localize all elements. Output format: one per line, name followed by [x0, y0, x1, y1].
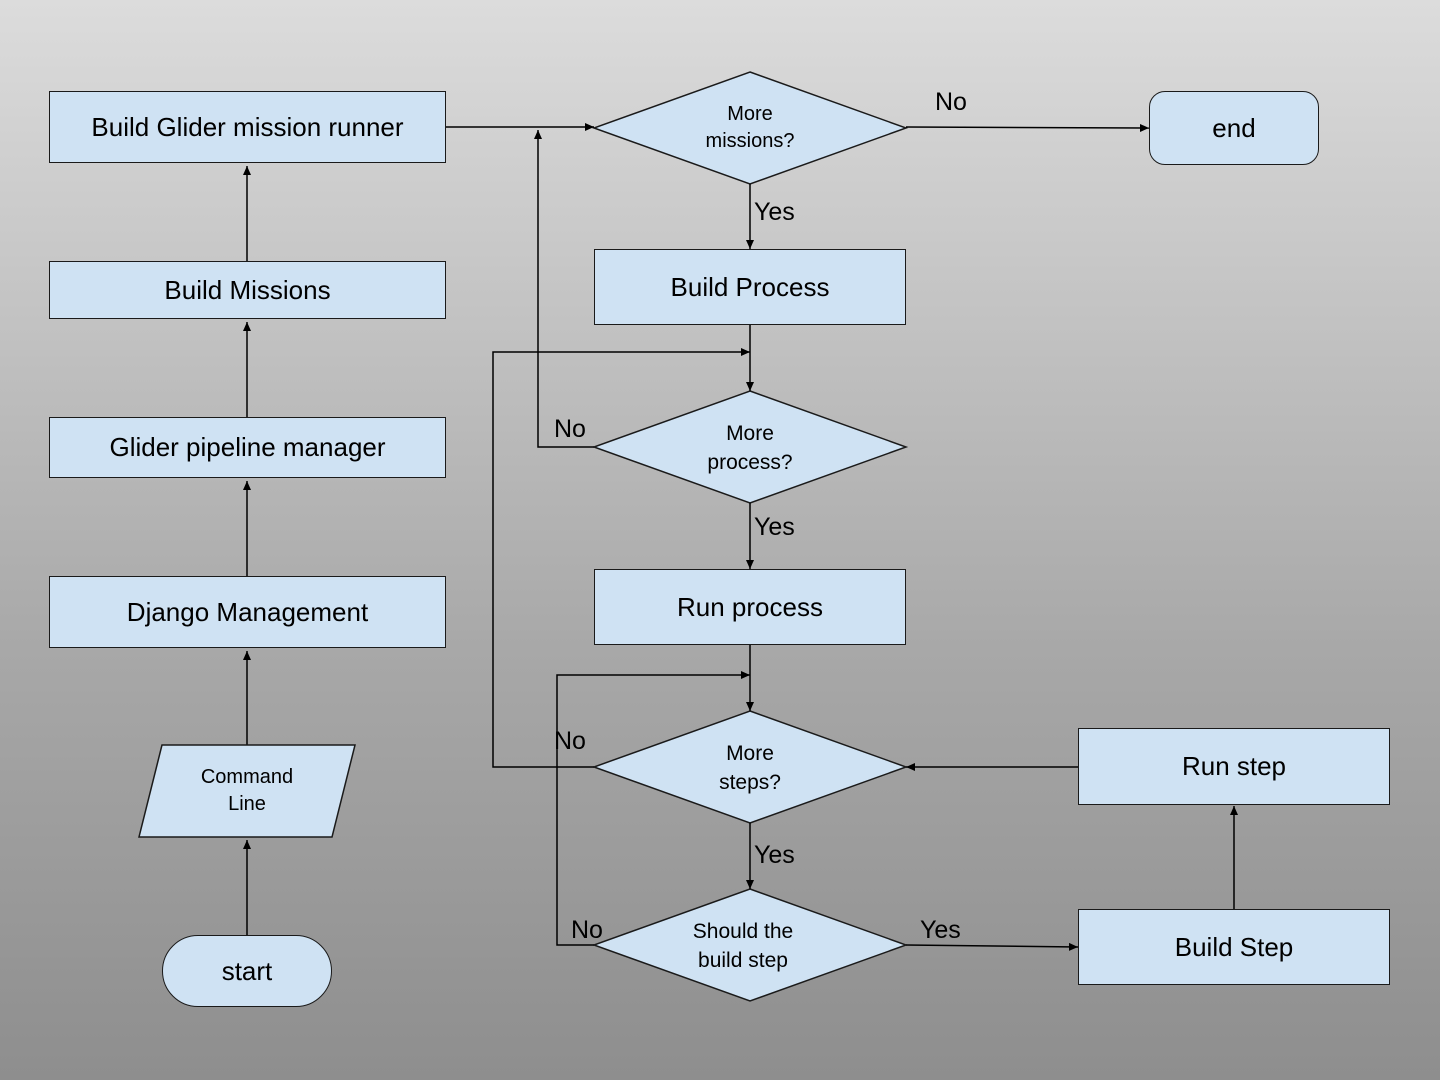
node-build-missions: Build Missions — [49, 261, 446, 319]
node-django-management: Django Management — [49, 576, 446, 648]
label-steps-yes: Yes — [754, 841, 795, 869]
arrow-should-build-to-build-step — [905, 942, 1079, 951]
node-glider-pipeline-manager: Glider pipeline manager — [49, 417, 446, 478]
arrow-should-build-no-loop — [556, 671, 750, 946]
label-should-yes: Yes — [920, 916, 961, 944]
label-process-no: No — [554, 415, 586, 443]
node-build-process: Build Process — [594, 249, 906, 325]
node-end: end — [1149, 91, 1319, 165]
label-missions-yes: Yes — [754, 198, 795, 226]
node-build-glider-runner: Build Glider mission runner — [49, 91, 446, 163]
node-start: start — [162, 935, 332, 1007]
arrow-more-missions-to-end — [905, 123, 1150, 132]
arrow-more-process-no-loop — [534, 130, 594, 448]
node-run-step: Run step — [1078, 728, 1390, 805]
label-missions-no: No — [935, 88, 967, 116]
node-build-step: Build Step — [1078, 909, 1390, 985]
node-should-build-step-label: Should the build step — [692, 920, 794, 972]
node-run-process: Run process — [594, 569, 906, 645]
label-steps-no: No — [554, 727, 586, 755]
parallelogram-command-line — [138, 744, 356, 838]
node-more-missions-label: More missions? — [705, 103, 795, 152]
diamond-should-build-step — [591, 888, 909, 1002]
label-process-yes: Yes — [754, 513, 795, 541]
node-command-line-label: Command Line — [200, 766, 294, 815]
arrow-more-steps-no-loop — [492, 348, 750, 768]
node-more-steps-label: More steps? — [719, 742, 781, 794]
label-should-no: No — [571, 916, 603, 944]
node-more-process-label: More process? — [707, 422, 793, 474]
